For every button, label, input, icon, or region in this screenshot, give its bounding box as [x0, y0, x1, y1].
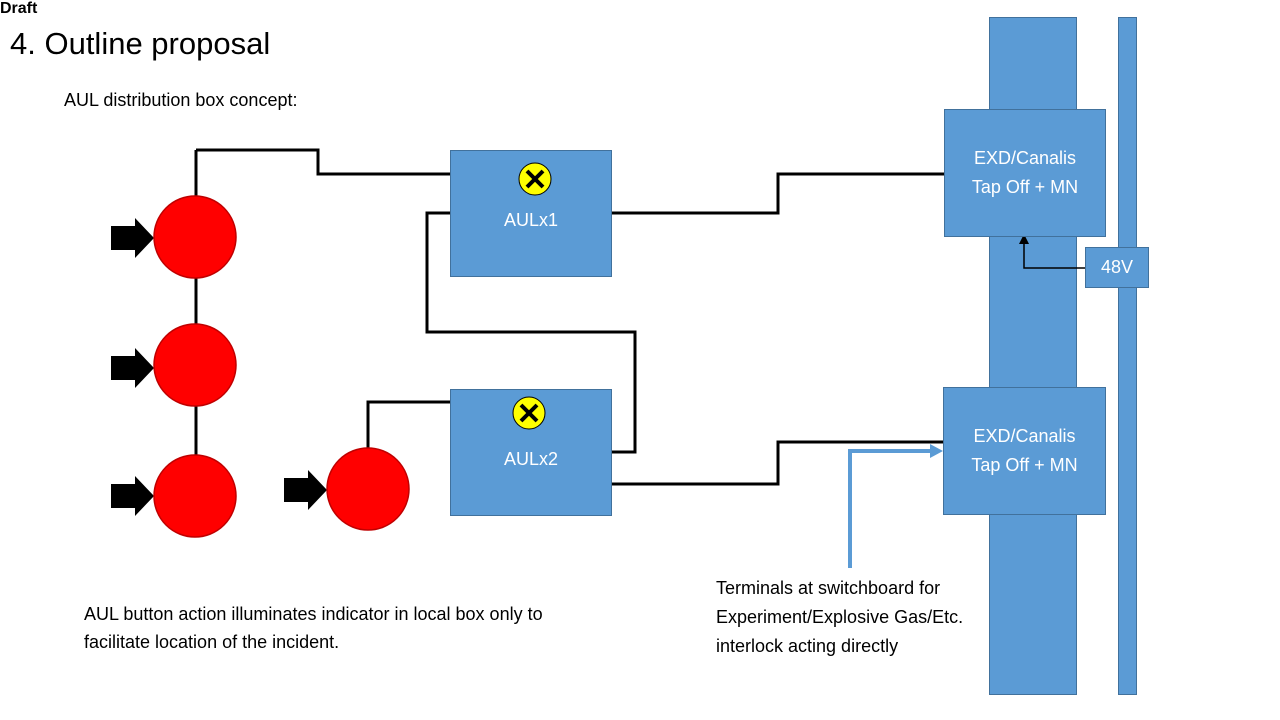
draft-label: Draft — [0, 0, 38, 17]
aul-button-2[interactable] — [153, 323, 237, 407]
terminals-pointer-head — [930, 444, 943, 458]
aul-button-3[interactable] — [153, 454, 237, 538]
page-title: 4. Outline proposal — [10, 26, 271, 61]
wire-aul2-to-tapoff-bottom — [611, 440, 944, 486]
wire-48v-feed — [1023, 242, 1085, 269]
right-arrow-icon — [111, 218, 154, 258]
x-indicator-icon — [512, 396, 546, 430]
aul-button-1[interactable] — [153, 195, 237, 279]
wire-aul1-to-aul2 — [425, 211, 637, 454]
wire-button4-to-aul2 — [366, 400, 490, 448]
supply-48v-label: 48V — [1100, 257, 1134, 277]
right-arrow-icon — [111, 348, 154, 388]
supply-48v-box: 48V — [1085, 247, 1149, 288]
terminals-pointer — [848, 449, 932, 568]
wire-aul1-to-tapoff-top — [611, 172, 944, 215]
right-arrow-icon — [111, 476, 154, 516]
right-arrow-icon — [284, 470, 327, 510]
feed-arrowhead — [1019, 234, 1029, 244]
wire-chain-to-aul1 — [196, 148, 484, 176]
aul-button-4[interactable] — [326, 447, 410, 531]
diagram-subtitle: AUL distribution box concept: — [64, 90, 298, 110]
x-indicator-icon — [518, 162, 552, 196]
tapoff-box-top: EXD/Canalis Tap Off + MN — [944, 109, 1106, 237]
tapoff-top-line2: Tap Off + MN — [971, 177, 1079, 197]
aul-box-2-label: AULx2 — [503, 449, 559, 469]
tapoff-box-bottom: EXD/Canalis Tap Off + MN — [943, 387, 1106, 515]
button-action-note: AUL button action illuminates indicator … — [84, 604, 543, 652]
aul-box-1-label: AULx1 — [503, 210, 559, 230]
terminals-note: Terminals at switchboard for Experiment/… — [716, 578, 964, 656]
busbar-thin — [1118, 17, 1137, 695]
tapoff-top-line1: EXD/Canalis — [973, 148, 1077, 168]
tapoff-bottom-line1: EXD/Canalis — [973, 426, 1076, 446]
tapoff-bottom-line2: Tap Off + MN — [971, 455, 1078, 475]
